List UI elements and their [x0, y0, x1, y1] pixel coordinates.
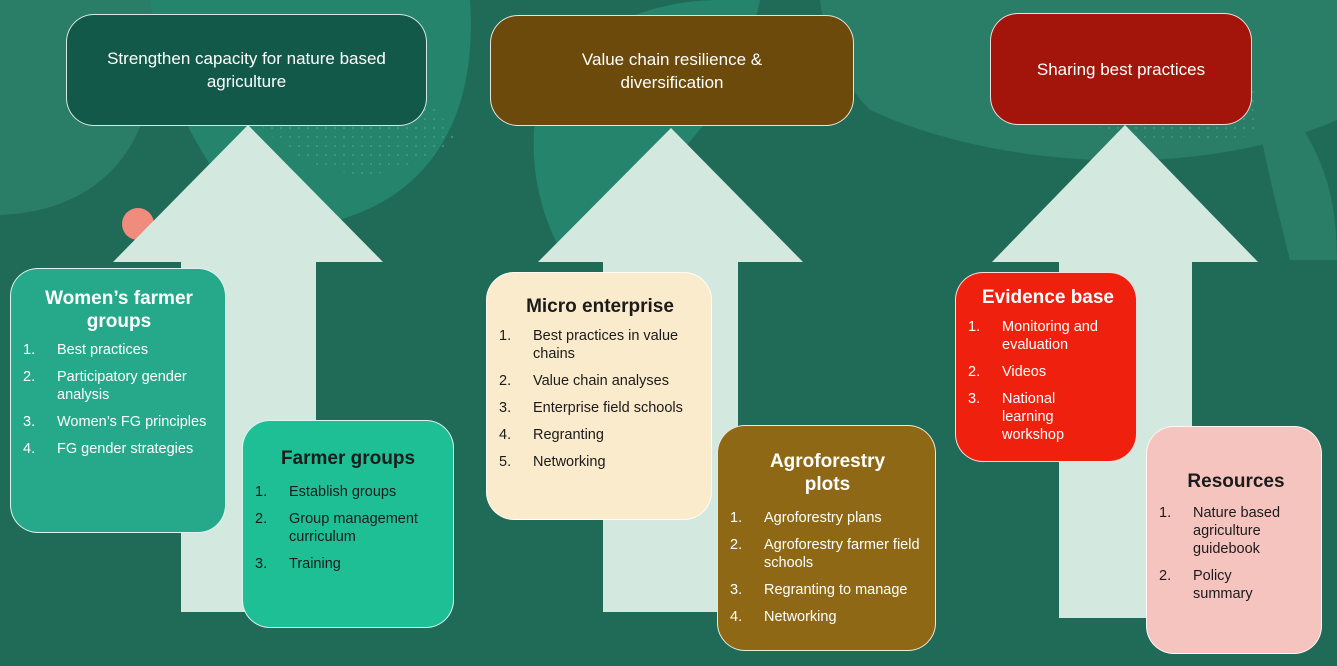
header-text: Strengthen capacity for nature based agr…: [107, 49, 386, 91]
item-text: Networking: [533, 454, 606, 470]
list-item: 1. Agroforestry plans: [730, 509, 925, 527]
item-list: 1. Nature based agriculture guidebook 2. P…: [1159, 504, 1313, 603]
item-number: 3.: [23, 414, 36, 430]
item-list: 1. Best practices 2. Participatory gender …: [23, 341, 215, 458]
list-item: 4. Networking: [730, 608, 925, 626]
item-text: Networking: [764, 609, 837, 625]
item-text: Best practices: [57, 342, 149, 358]
list-item: 3. Training: [255, 555, 441, 573]
card-evidence-base: Evidence base 1. Monitoring and evaluatio…: [955, 272, 1137, 462]
item-number: 1.: [23, 342, 36, 358]
item-text: Participatory gender analysis: [57, 369, 187, 403]
list-item: 2. Value chain analyses: [499, 372, 701, 390]
item-text: Agroforestry plans: [764, 510, 882, 526]
header-text: Sharing best practices: [1036, 59, 1206, 79]
item-text: Policy summary: [1193, 568, 1253, 602]
item-list: 1. Monitoring and evaluation 2. Videos 3. N…: [968, 318, 1128, 444]
list-item: 3. Regranting to manage: [730, 581, 925, 599]
item-number: 3.: [730, 582, 743, 598]
card-title: Evidence base: [981, 287, 1115, 308]
item-text: Regranting to manage: [764, 582, 908, 598]
list-item: 2. Participatory gender analysis: [23, 368, 215, 404]
item-number: 3.: [968, 391, 981, 407]
card-title: Resources: [1187, 471, 1285, 492]
leaf-shape-edge: [1250, 60, 1337, 260]
list-item: 2. Agroforestry farmer field schools: [730, 536, 925, 572]
item-number: 1.: [255, 484, 268, 500]
item-text: Women’s FG principles: [57, 414, 207, 430]
item-number: 1.: [968, 319, 981, 335]
item-number: 2.: [499, 373, 512, 389]
item-text: Regranting: [533, 427, 604, 443]
list-item: 4. FG gender strategies: [23, 440, 215, 458]
item-number: 3.: [499, 400, 512, 416]
item-number: 4.: [23, 441, 36, 457]
item-number: 3.: [255, 556, 268, 572]
header-sharing-best-practices: Sharing best practices: [990, 13, 1252, 125]
item-number: 4.: [730, 609, 743, 625]
list-item: 2. Group management curriculum: [255, 510, 441, 546]
list-item: 4. Regranting: [499, 426, 701, 444]
item-text: Monitoring and evaluation: [1002, 319, 1098, 353]
card-womens-farmer-groups: Women’s farmer groups 1. Best practices 2…: [10, 268, 226, 533]
item-text: Agroforestry farmer field schools: [764, 537, 920, 571]
list-item: 1. Nature based agriculture guidebook: [1159, 504, 1313, 558]
list-item: 1. Monitoring and evaluation: [968, 318, 1128, 354]
list-item: 2. Videos: [968, 363, 1128, 381]
list-item: 5. Networking: [499, 453, 701, 471]
header-nature-based-agriculture: Strengthen capacity for nature based agr…: [66, 14, 427, 126]
header-text: Value chain resilience & diversification: [581, 49, 763, 92]
item-text: Nature based agriculture guidebook: [1193, 505, 1281, 557]
item-number: 2.: [968, 364, 981, 380]
card-title: Women’s farmer groups: [45, 288, 193, 332]
item-list: 1. Agroforestry plans 2. Agroforestry farm…: [730, 509, 925, 626]
item-text: Best practices in value chains: [533, 328, 679, 362]
item-number: 2.: [730, 537, 743, 553]
list-item: 1. Best practices: [23, 341, 215, 359]
card-title: Agroforestry plots: [769, 451, 886, 495]
item-list: 1. Best practices in value chains 2. Value…: [499, 327, 701, 471]
list-item: 1. Establish groups: [255, 483, 441, 501]
card-micro-enterprise: Micro enterprise 1. Best practices in val…: [486, 272, 712, 520]
list-item: 3. National learning workshop: [968, 390, 1128, 444]
item-text: Value chain analyses: [533, 373, 669, 389]
card-resources: Resources 1. Nature based agriculture gui…: [1146, 426, 1322, 654]
list-item: 3. Women’s FG principles: [23, 413, 215, 431]
list-item: 2. Policy summary: [1159, 567, 1313, 603]
card-agroforestry-plots: Agroforestry plots 1. Agroforestry plans …: [717, 425, 936, 651]
card-title: Farmer groups: [280, 448, 416, 469]
item-list: 1. Establish groups 2. Group management cu…: [255, 483, 441, 573]
item-number: 2.: [255, 511, 268, 527]
item-text: Establish groups: [289, 484, 397, 500]
item-number: 1.: [1159, 505, 1172, 521]
card-farmer-groups: Farmer groups 1. Establish groups 2. Group…: [242, 420, 454, 628]
item-number: 1.: [730, 510, 743, 526]
item-number: 4.: [499, 427, 512, 443]
item-text: Group management curriculum: [289, 511, 418, 545]
card-title: Micro enterprise: [526, 296, 674, 317]
item-number: 5.: [499, 454, 512, 470]
item-text: Enterprise field schools: [533, 400, 683, 416]
item-text: Training: [289, 556, 341, 572]
item-text: Videos: [1002, 364, 1047, 380]
item-number: 2.: [23, 369, 36, 385]
header-value-chain: Value chain resilience & diversification: [490, 15, 854, 126]
item-text: National learning workshop: [1002, 391, 1065, 443]
list-item: 1. Best practices in value chains: [499, 327, 701, 363]
item-number: 1.: [499, 328, 512, 344]
item-number: 2.: [1159, 568, 1172, 584]
list-item: 3. Enterprise field schools: [499, 399, 701, 417]
item-text: FG gender strategies: [57, 441, 194, 457]
